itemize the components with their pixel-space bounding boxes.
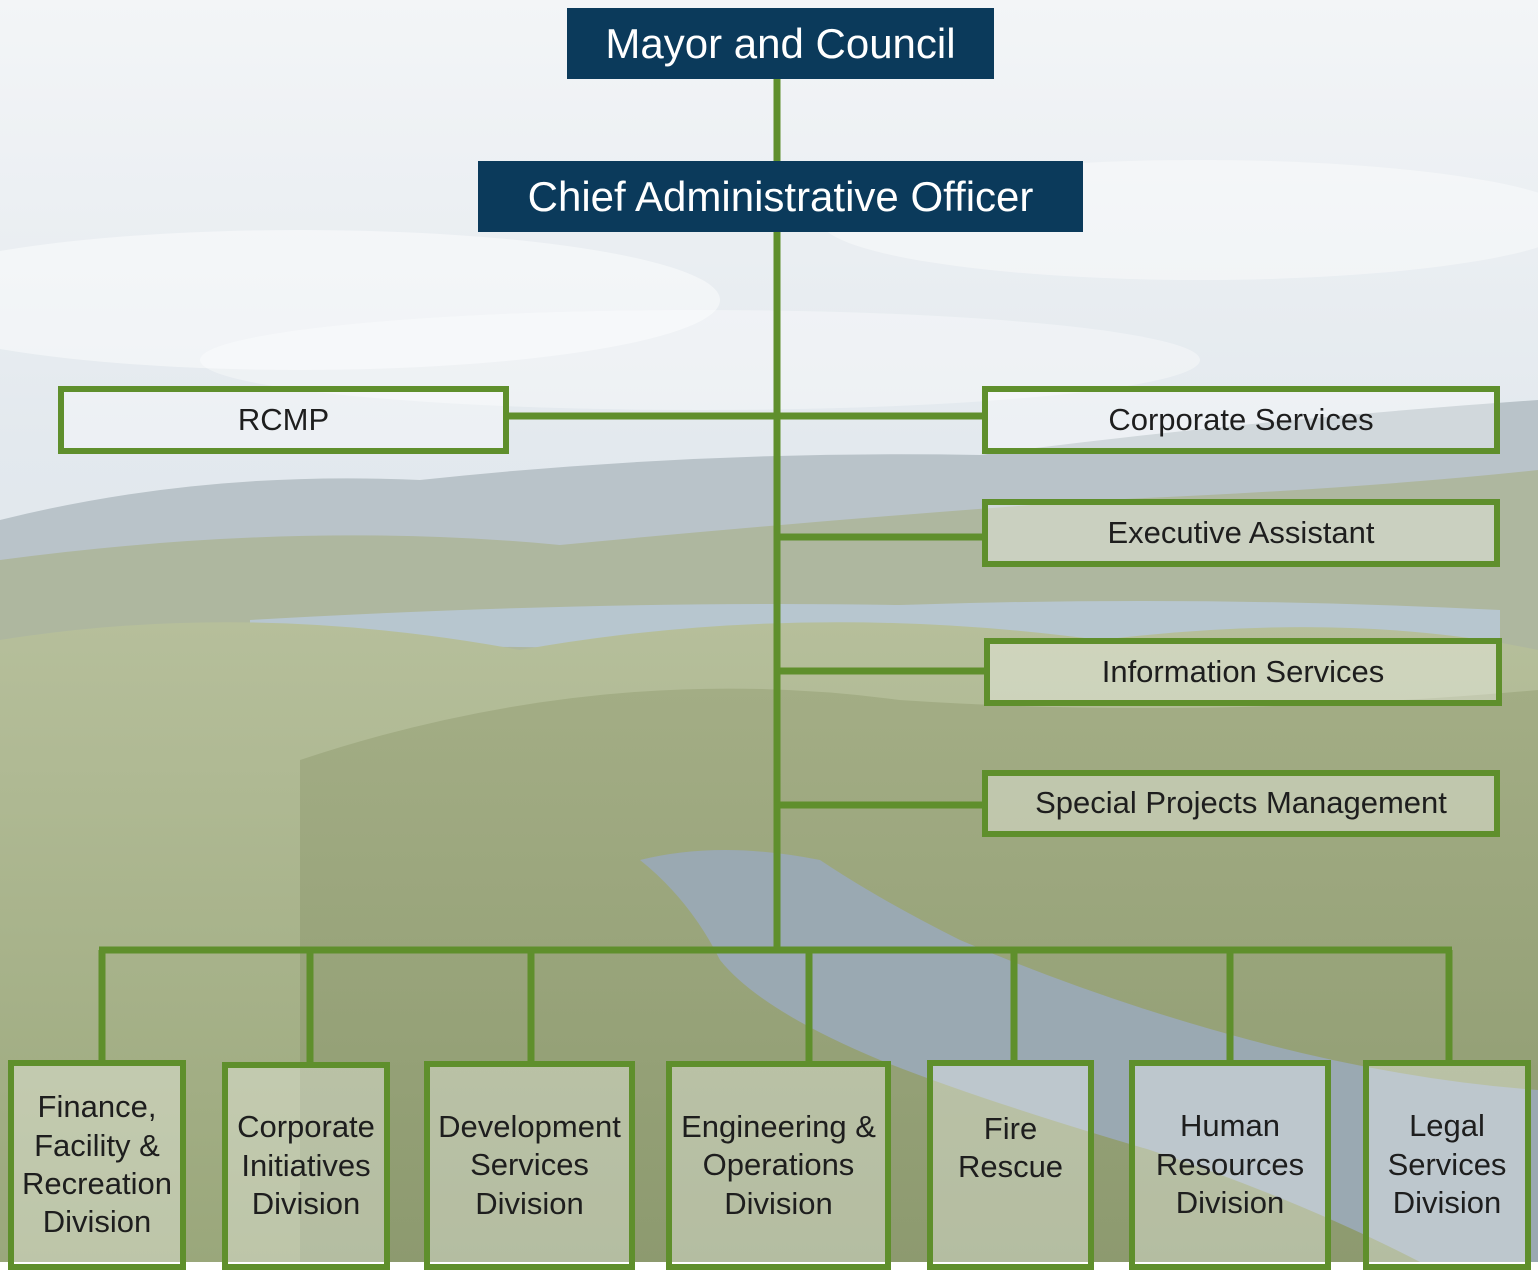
- mayor-and-council-label: Mayor and Council: [605, 19, 956, 67]
- information-services-box: Information Services: [984, 638, 1502, 706]
- information-services-label: Information Services: [1101, 653, 1385, 689]
- division-legal-services-label: Legal Services Division: [1387, 1108, 1507, 1221]
- division-development-services-box: Development Services Division: [424, 1061, 635, 1270]
- mayor-and-council-box: Mayor and Council: [567, 8, 994, 79]
- division-finance-box: Finance, Facility & Recreation Division: [8, 1060, 186, 1270]
- special-projects-management-box: Special Projects Management: [982, 770, 1500, 837]
- division-legal-services-box: Legal Services Division: [1363, 1060, 1531, 1270]
- cao-box: Chief Administrative Officer: [478, 161, 1083, 232]
- rcmp-box: RCMP: [58, 386, 509, 454]
- division-human-resources-box: Human Resources Division: [1129, 1060, 1331, 1270]
- division-engineering-operations-label: Engineering & Operations Division: [681, 1108, 876, 1221]
- division-human-resources-label: Human Resources Division: [1155, 1108, 1305, 1221]
- division-finance-label: Finance, Facility & Recreation Division: [22, 1089, 172, 1240]
- executive-assistant-box: Executive Assistant: [982, 499, 1500, 567]
- division-fire-rescue-box: Fire Rescue: [927, 1060, 1094, 1270]
- executive-assistant-label: Executive Assistant: [1107, 514, 1375, 550]
- rcmp-label: RCMP: [237, 401, 330, 437]
- division-fire-rescue-label: Fire Rescue: [957, 1110, 1064, 1184]
- division-engineering-operations-box: Engineering & Operations Division: [666, 1061, 891, 1270]
- division-development-services-label: Development Services Division: [438, 1108, 621, 1221]
- special-projects-management-label: Special Projects Management: [1035, 785, 1447, 821]
- division-corporate-initiatives-label: Corporate Initiatives Division: [237, 1109, 375, 1222]
- corporate-services-label: Corporate Services: [1108, 401, 1374, 437]
- division-corporate-initiatives-box: Corporate Initiatives Division: [222, 1062, 390, 1270]
- cao-label: Chief Administrative Officer: [527, 172, 1034, 220]
- corporate-services-box: Corporate Services: [982, 386, 1500, 454]
